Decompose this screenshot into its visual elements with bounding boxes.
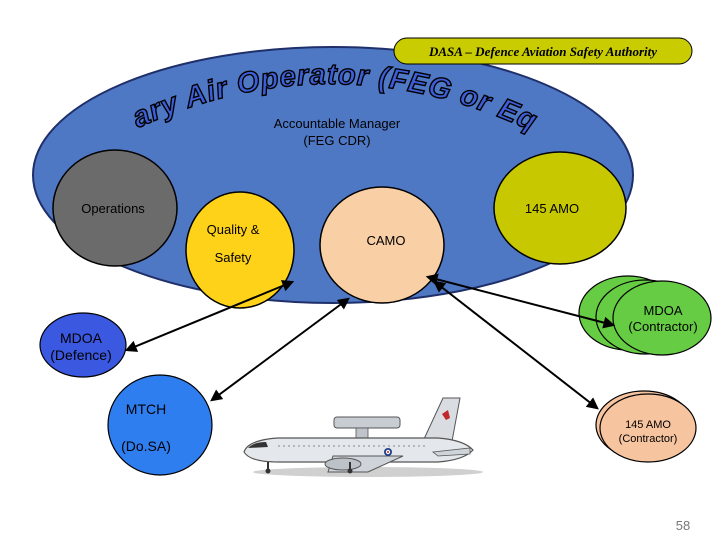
amo-contractor-front — [599, 393, 697, 463]
dasa-banner-text: DASA – Defence Aviation Safety Authority — [428, 44, 657, 59]
camo-node — [319, 186, 445, 304]
camo-label: CAMO — [367, 233, 406, 248]
mdoa-contractor-label-line1: MDOA — [644, 303, 683, 318]
mdoa-defence-label-line2: (Defence) — [50, 347, 111, 363]
mdoa-defence-label-line1: MDOA — [60, 330, 103, 346]
quality-label-line1: Quality & — [207, 222, 260, 237]
mdoa-contractor-label-line2: (Contractor) — [628, 319, 697, 334]
amo-contractor-stack — [595, 390, 697, 463]
amo145-label: 145 AMO — [525, 201, 579, 216]
page-number: 58 — [676, 518, 690, 533]
amo-contractor-label-line1: 145 AMO — [625, 419, 671, 431]
arrow-camo-to-mtch — [210, 297, 350, 402]
arrow-quality-to-mdoa-defence — [124, 280, 295, 352]
mtch-label-line1: MTCH — [126, 401, 166, 417]
feg-cdr-label: (FEG CDR) — [303, 133, 370, 148]
operations-node — [52, 149, 178, 267]
aircraft-awacs-icon — [243, 397, 483, 477]
dasa-banner — [393, 37, 693, 65]
operations-label: Operations — [81, 201, 145, 216]
quality-label-line2: Safety — [215, 250, 252, 265]
mdoa-contractor-front — [612, 280, 712, 356]
amo145-node — [493, 151, 627, 265]
amo-contractor-label-line2: (Contractor) — [619, 433, 678, 445]
arrow-camo-to-amo-contractor — [433, 280, 599, 410]
mtch-node — [107, 374, 213, 476]
accountable-manager-label: Accountable Manager — [274, 116, 401, 131]
mtch-label-line2: (Do.SA) — [121, 438, 171, 454]
